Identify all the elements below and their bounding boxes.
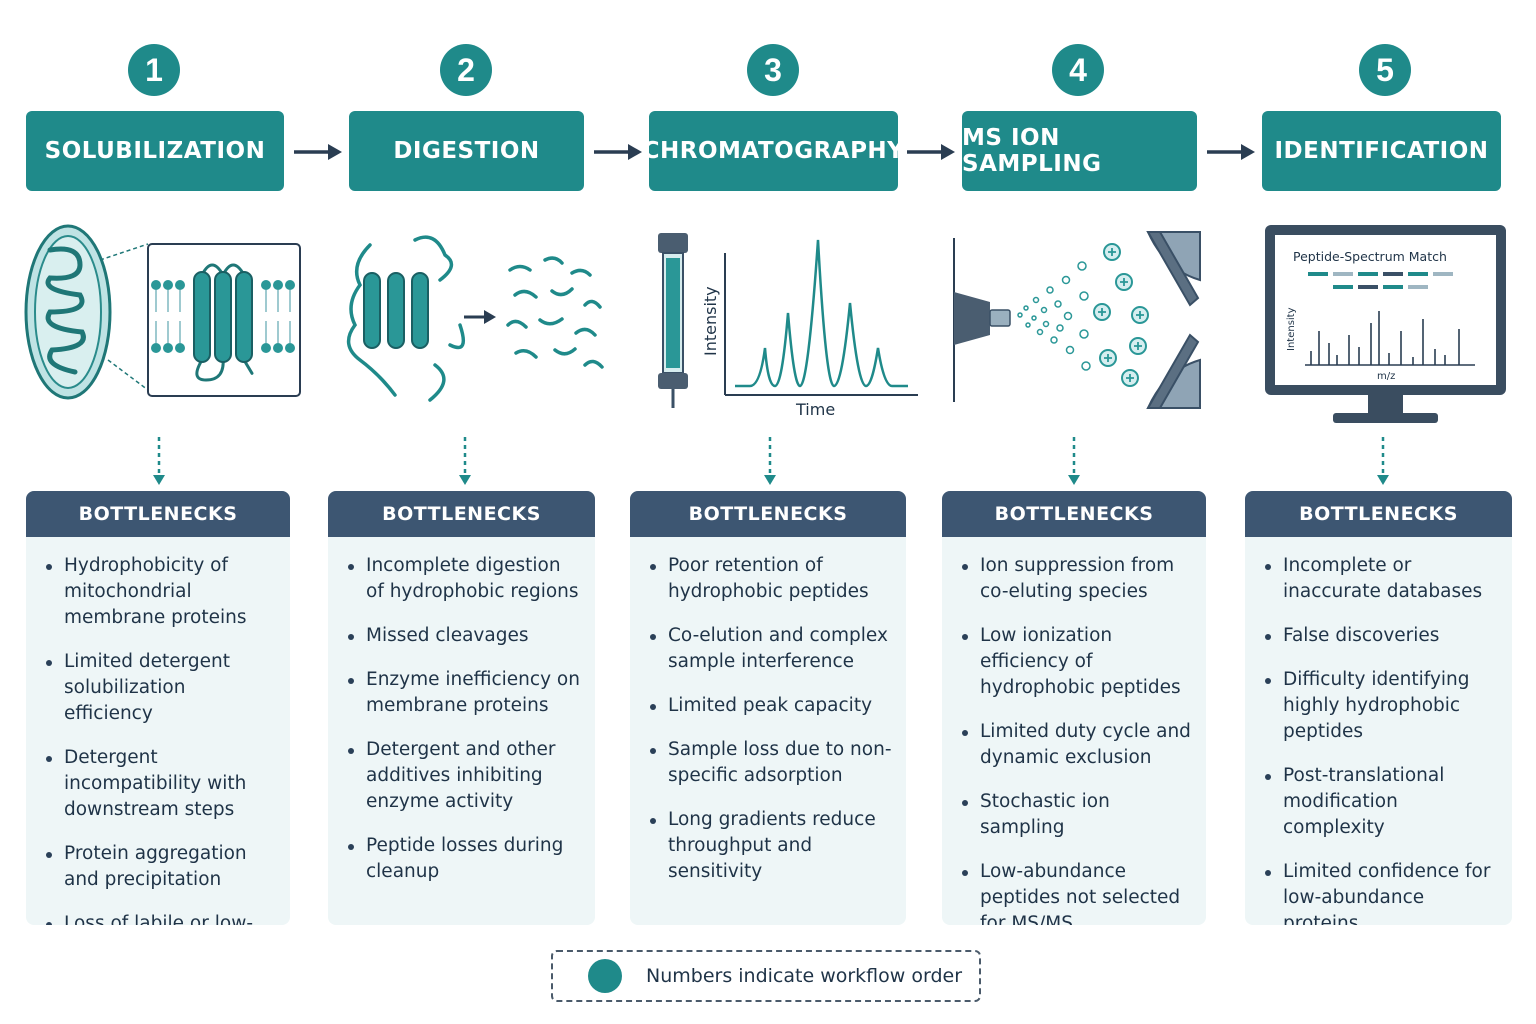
bottlenecks-panel-identification: BOTTLENECKS Incomplete or inaccurate dat…	[1245, 491, 1512, 925]
step-3-title-box: CHROMATOGRAPHY	[643, 111, 904, 191]
chromatography-illustration: Intensity Time	[658, 233, 918, 418]
step-3-number-badge: 3	[747, 44, 799, 96]
bottleneck-item: Peptide losses during cleanup	[346, 833, 581, 885]
bottlenecks-panel-ms-ion-sampling: BOTTLENECKS Ion suppression from co-elut…	[942, 491, 1206, 925]
lipid-bilayer-icon	[151, 280, 295, 353]
bottlenecks-panel-solubilization: BOTTLENECKS Hydrophobicity of mitochondr…	[26, 491, 290, 925]
digestion-arrow-icon	[464, 310, 496, 324]
bottlenecks-header: BOTTLENECKS	[942, 491, 1206, 537]
psm-y-axis-label: Intensity	[1286, 307, 1297, 351]
bottlenecks-list: Incomplete digestion of hydrophobic regi…	[328, 537, 595, 885]
bottlenecks-header: BOTTLENECKS	[26, 491, 290, 537]
step-4-number-badge: 4	[1052, 44, 1104, 96]
psm-title: Peptide-Spectrum Match	[1293, 249, 1447, 264]
bottleneck-item: Sample loss due to non-specific adsorpti…	[648, 737, 892, 789]
mitochondrion-icon	[24, 224, 112, 400]
chromatogram-plot: Intensity Time	[701, 239, 918, 418]
step-1-number-badge: 1	[128, 44, 180, 96]
bottleneck-item: Hydrophobicity of mitochondrial membrane…	[44, 553, 276, 631]
step-4-title-box: MS ION SAMPLING	[962, 111, 1197, 191]
legend-dot-icon	[588, 959, 622, 993]
bottleneck-item: Ion suppression from co-eluting species	[960, 553, 1192, 605]
step-5-title: IDENTIFICATION	[1274, 138, 1489, 164]
bottlenecks-list: Poor retention of hydrophobic peptides C…	[630, 537, 906, 885]
legend-box: Numbers indicate workflow order	[551, 950, 981, 1002]
dotted-arrow-5-icon	[1377, 437, 1389, 485]
bottleneck-item: Incomplete or inaccurate databases	[1263, 553, 1498, 605]
lc-column-icon	[658, 233, 688, 408]
bottleneck-item: Detergent and other additives inhibiting…	[346, 737, 581, 815]
bottleneck-item: Stochastic ion sampling	[960, 789, 1192, 841]
bottlenecks-panel-digestion: BOTTLENECKS Incomplete digestion of hydr…	[328, 491, 595, 925]
bottleneck-item: Low ionization efficiency of hydrophobic…	[960, 623, 1192, 701]
step-4-title: MS ION SAMPLING	[962, 125, 1102, 177]
chromatogram-x-axis-label: Time	[795, 400, 835, 418]
step-2-title: DIGESTION	[393, 138, 540, 164]
psm-x-axis-label: m/z	[1377, 371, 1395, 382]
step-2-number-badge: 2	[440, 44, 492, 96]
bottleneck-item: Limited confidence for low-abundance pro…	[1263, 859, 1498, 925]
step-5-title-box: IDENTIFICATION	[1262, 111, 1501, 191]
bottlenecks-list: Ion suppression from co-eluting species …	[942, 537, 1206, 925]
peptide-sequence-bars	[1308, 272, 1453, 289]
bottlenecks-header: BOTTLENECKS	[328, 491, 595, 537]
ms2-spectrum-plot	[1305, 311, 1475, 366]
bottleneck-item: Limited detergent solubilization efficie…	[44, 649, 276, 727]
step-1-title: SOLUBILIZATION	[44, 138, 266, 164]
bottleneck-item: False discoveries	[1263, 623, 1498, 649]
bottleneck-item: Limited peak capacity	[648, 693, 892, 719]
legend-text: Numbers indicate workflow order	[646, 965, 963, 987]
bottleneck-item: Incomplete digestion of hydrophobic regi…	[346, 553, 581, 605]
identification-monitor-illustration: Peptide-Spectrum Match Intensity m/z	[1265, 225, 1506, 423]
dotted-arrow-2-icon	[459, 437, 471, 485]
mitochondrion-membrane-illustration	[24, 224, 301, 400]
bottlenecks-list: Incomplete or inaccurate databases False…	[1245, 537, 1512, 925]
bottleneck-item: Enzyme inefficiency on membrane proteins	[346, 667, 581, 719]
bottleneck-item: Loss of labile or low-abundance proteins	[44, 911, 276, 925]
flow-arrow-2-icon	[594, 144, 642, 160]
bottleneck-item: Detergent incompatibility with downstrea…	[44, 745, 276, 823]
dotted-arrow-1-icon	[153, 437, 165, 485]
flow-arrow-4-icon	[1207, 144, 1255, 160]
bottleneck-item: Missed cleavages	[346, 623, 581, 649]
step-3-title: CHROMATOGRAPHY	[642, 138, 905, 164]
peptide-fragments-icon	[506, 256, 604, 369]
flow-arrow-3-icon	[907, 144, 955, 160]
bottleneck-item: Co-elution and complex sample interferen…	[648, 623, 892, 675]
flow-arrow-1-icon	[294, 144, 342, 160]
chromatogram-y-axis-label: Intensity	[701, 286, 720, 356]
bottlenecks-header: BOTTLENECKS	[1245, 491, 1512, 537]
dotted-arrow-3-icon	[764, 437, 776, 485]
bottlenecks-header: BOTTLENECKS	[630, 491, 906, 537]
bottleneck-item: Low-abundance peptides not selected for …	[960, 859, 1192, 925]
folded-protein-icon	[346, 235, 466, 402]
protein-digestion-illustration	[346, 235, 604, 402]
esi-emitter-icon	[954, 292, 1011, 345]
step-2-title-box: DIGESTION	[349, 111, 584, 191]
bottleneck-item: Long gradients reduce throughput and sen…	[648, 807, 892, 885]
ms-inlet-electrodes-icon	[1146, 231, 1201, 409]
bottleneck-item: Post-translational modification complexi…	[1263, 763, 1498, 841]
step-5-number-badge: 5	[1359, 44, 1411, 96]
step-1-title-box: SOLUBILIZATION	[26, 111, 284, 191]
membrane-protein-helices-icon	[193, 263, 254, 382]
ion-sampling-illustration	[953, 231, 1201, 409]
bottleneck-item: Protein aggregation and precipitation	[44, 841, 276, 893]
spray-droplets-icon	[1017, 261, 1091, 371]
bottlenecks-list: Hydrophobicity of mitochondrial membrane…	[26, 537, 290, 925]
dotted-arrow-4-icon	[1068, 437, 1080, 485]
bottleneck-item: Limited duty cycle and dynamic exclusion	[960, 719, 1192, 771]
bottleneck-item: Difficulty identifying highly hydrophobi…	[1263, 667, 1498, 745]
bottlenecks-panel-chromatography: BOTTLENECKS Poor retention of hydrophobi…	[630, 491, 906, 925]
bottleneck-item: Poor retention of hydrophobic peptides	[648, 553, 892, 605]
